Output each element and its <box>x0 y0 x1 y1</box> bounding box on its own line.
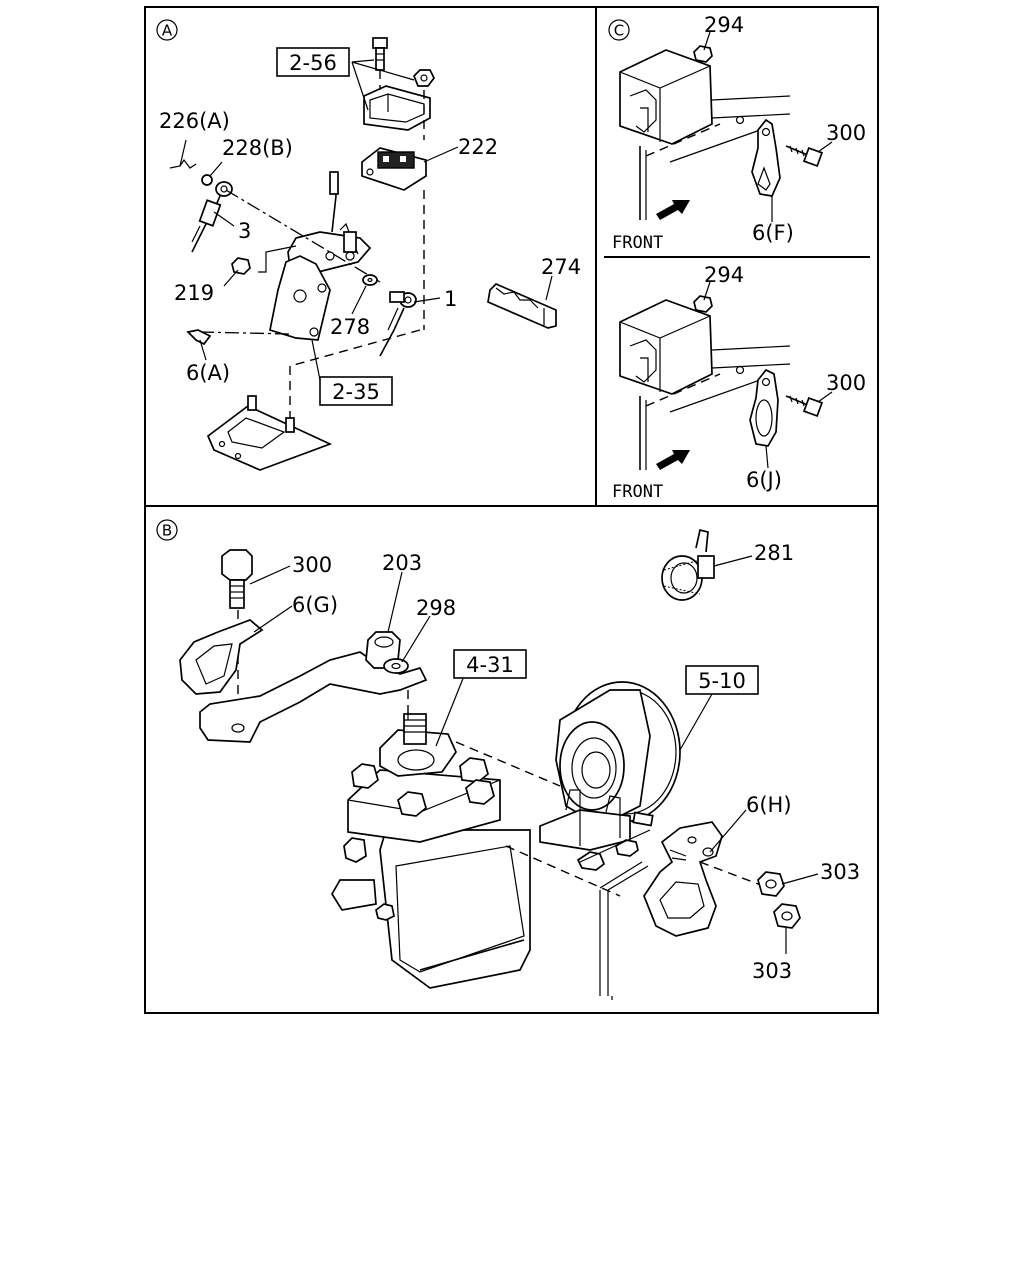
label-278: 278 <box>330 315 370 339</box>
front-arrow-lower-icon <box>656 450 690 470</box>
clamp-6h-icon <box>643 821 723 937</box>
mount-plate-222-icon <box>361 147 427 191</box>
label-298: 298 <box>416 596 456 620</box>
nut-303-lower-icon <box>773 903 801 929</box>
label-219: 219 <box>174 281 214 305</box>
nut-294-upper-icon <box>693 45 713 63</box>
bolt-300-lower-icon <box>785 395 824 418</box>
section-c-marker: C <box>608 19 630 41</box>
front-label-lower: FRONT <box>612 482 663 502</box>
label-294-lower: 294 <box>704 263 744 287</box>
section-a: A <box>156 19 581 471</box>
cable-end-1-icon <box>379 291 417 357</box>
bolt-300-upper-icon <box>785 145 824 168</box>
label-303-upper: 303 <box>820 860 860 884</box>
label-300-lower: 300 <box>826 371 866 395</box>
label-281: 281 <box>754 541 794 565</box>
clamp-6f-icon <box>751 118 781 197</box>
label-6f: 6(F) <box>752 221 794 245</box>
label-274: 274 <box>541 255 581 279</box>
svg-text:5-10: 5-10 <box>698 669 746 693</box>
clamp-6j-icon <box>749 368 779 447</box>
leaders-a <box>179 59 553 381</box>
label-300-upper: 300 <box>826 121 866 145</box>
nut-icon <box>413 69 435 87</box>
nut-303-upper-icon <box>757 871 785 897</box>
steering-gear-4-31-icon <box>331 713 531 989</box>
bracket-box-upper-icon <box>619 49 791 220</box>
washer-278-icon <box>362 274 378 286</box>
hose-clamp-281-icon <box>661 528 715 601</box>
svg-text:C: C <box>614 22 624 40</box>
label-294-upper: 294 <box>704 13 744 37</box>
label-6j: 6(J) <box>746 468 782 492</box>
section-a-marker: A <box>156 19 178 41</box>
bolt-2-56-icon <box>372 37 388 71</box>
cable-end-3-icon <box>169 158 233 253</box>
nut-294-lower-icon <box>693 295 713 313</box>
section-c-bottom: 294 300 6(J) FRONT <box>612 263 866 502</box>
section-c-top: C <box>608 13 866 253</box>
floor-plate-icon <box>206 395 333 471</box>
section-b: B <box>156 519 860 1000</box>
label-6h: 6(H) <box>746 793 792 817</box>
leaders-b <box>249 555 819 954</box>
bracket-box-lower-icon <box>619 299 791 470</box>
washer-298-icon <box>383 658 409 674</box>
ref-box-2-35: 2-35 <box>319 376 393 406</box>
section-b-marker: B <box>156 519 178 541</box>
label-303-lower: 303 <box>752 959 792 983</box>
label-222: 222 <box>458 135 498 159</box>
ref-box-2-56: 2-56 <box>276 47 350 77</box>
nut-219-icon <box>231 257 251 275</box>
svg-text:B: B <box>162 522 172 540</box>
label-3: 3 <box>238 219 251 243</box>
svg-text:2-56: 2-56 <box>289 51 337 75</box>
label-6g: 6(G) <box>292 593 338 617</box>
label-226a: 226(A) <box>159 109 230 133</box>
label-1: 1 <box>444 287 457 311</box>
bracket-2-56-icon <box>363 85 431 131</box>
front-label-upper: FRONT <box>612 233 663 253</box>
svg-text:2-35: 2-35 <box>332 380 380 404</box>
bracket-clamp-6g-icon <box>179 619 428 743</box>
diagram-frame <box>144 6 879 1014</box>
clip-6a-icon <box>186 329 212 346</box>
connector-274-icon <box>487 282 557 329</box>
bolt-300-icon <box>221 549 253 609</box>
pump-5-10-icon <box>539 681 681 871</box>
label-6a: 6(A) <box>186 361 230 385</box>
front-arrow-upper-icon <box>656 200 690 220</box>
label-203: 203 <box>382 551 422 575</box>
label-300: 300 <box>292 553 332 577</box>
svg-text:A: A <box>162 22 173 40</box>
ref-box-4-31: 4-31 <box>453 649 527 679</box>
ref-box-5-10: 5-10 <box>685 665 759 695</box>
svg-text:4-31: 4-31 <box>466 653 514 677</box>
label-228b: 228(B) <box>222 136 293 160</box>
